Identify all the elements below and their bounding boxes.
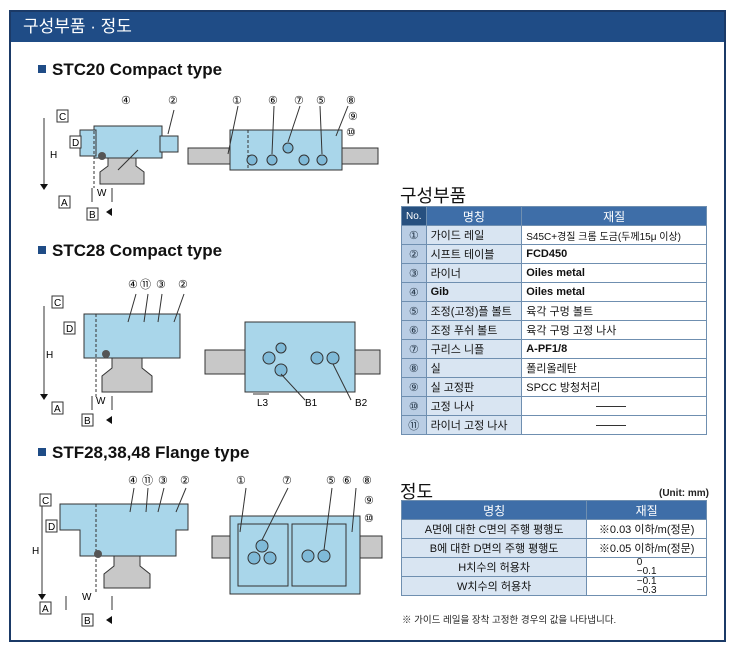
callout-2: ② <box>180 475 190 487</box>
callout-6: ⑥ <box>268 95 278 107</box>
section-title-stf: STF28,38,48 Flange type <box>38 443 249 463</box>
dim-label-h: H <box>46 350 53 361</box>
table-row: W치수의 허용차 −0.1−0.3 <box>400 576 707 596</box>
table-row: ⑩ 고정 나사 <box>401 396 707 416</box>
square-bullet-icon <box>38 245 46 254</box>
stc28-front-drawing: C D H A W B ④ ⑪ ③ ② <box>40 278 188 427</box>
parts-header-material: 재질 <box>521 206 707 226</box>
callout-2: ② <box>168 95 178 107</box>
dim-label-w: W <box>82 592 92 603</box>
dim-label-c: C <box>42 496 49 507</box>
table-row: A면에 대한 C면의 주행 평행도 ※0.03 이하/m(정문) <box>400 519 707 539</box>
dim-label-a: A <box>61 198 68 209</box>
page-banner: 구성부품 · 정도 <box>11 12 724 42</box>
dim-label-w: W <box>96 396 106 407</box>
callout-7: ⑦ <box>294 95 304 107</box>
dim-label-a: A <box>54 404 61 415</box>
callout-6: ⑥ <box>342 475 352 487</box>
dim-label-w: W <box>97 188 107 199</box>
stf-top-drawing: ① ⑦ ⑤ ⑥ ⑧ ⑨ ⑩ <box>211 475 383 595</box>
callout-2: ② <box>178 279 188 291</box>
table-row: ⑧ 실 폴리올레탄 <box>401 358 707 378</box>
dim-label-b: B <box>89 210 96 221</box>
unit-label: (Unit: mm) <box>659 488 709 499</box>
accuracy-header-name: 명칭 <box>400 500 588 520</box>
accuracy-table: 명칭 재질 A면에 대한 C면의 주행 평행도 ※0.03 이하/m(정문) B… <box>400 500 707 596</box>
table-row: H치수의 허용차 0−0.1 <box>400 557 707 577</box>
callout-9: ⑨ <box>348 111 358 123</box>
callout-8: ⑧ <box>346 95 356 107</box>
dim-label-b2: B2 <box>355 398 368 409</box>
callout-9: ⑨ <box>364 495 374 507</box>
section-title-stc28: STC28 Compact type <box>38 241 222 261</box>
callout-4: ④ <box>128 279 138 291</box>
dim-label-h: H <box>50 150 57 161</box>
dim-label-b: B <box>84 416 91 427</box>
callout-4: ④ <box>128 475 138 487</box>
table-row: ⑪ 라이너 고정 나사 <box>401 415 707 435</box>
dim-label-d: D <box>72 138 79 149</box>
table-row: ⑨ 실 고정판 SPCC 방청처리 <box>401 377 707 397</box>
parts-header-no: No. <box>401 206 427 226</box>
footnote: ※ 가이드 레일을 장착 고정한 경우의 값을 나타냅니다. <box>402 615 617 626</box>
dim-label-l3: L3 <box>257 398 269 409</box>
callout-10: ⑩ <box>346 127 356 139</box>
callout-7: ⑦ <box>282 475 292 487</box>
stc20-front-drawing: C D H A W B ④ ② <box>40 95 179 221</box>
table-row: ① 가이드 레일 S45C+경질 크롬 도금(두께15μ 이상) <box>401 225 707 245</box>
table-row: B에 대한 D면의 주행 평행도 ※0.05 이하/m(정문) <box>400 538 707 558</box>
callout-1: ① <box>236 475 246 487</box>
callout-11: ⑪ <box>140 278 151 291</box>
stc28-top-drawing: L3 B1 B2 <box>204 321 381 409</box>
dim-label-d: D <box>66 324 73 335</box>
table-row: ③ 라이너 Oiles metal <box>401 263 707 283</box>
callout-5: ⑤ <box>316 95 326 107</box>
accuracy-table-heading: 정도 <box>400 482 434 502</box>
square-bullet-icon <box>38 64 46 73</box>
parts-table-heading: 구성부품 <box>400 186 467 206</box>
callout-11: ⑪ <box>142 474 153 487</box>
table-row: ⑥ 조정 푸쉬 볼트 육각 구멍 고정 나사 <box>401 320 707 340</box>
dash-icon <box>596 405 627 407</box>
callout-3: ③ <box>158 475 168 487</box>
parts-table: No. 명칭 재질 ① 가이드 레일 S45C+경질 크롬 도금(두께15μ 이… <box>401 206 707 435</box>
square-bullet-icon <box>38 447 46 456</box>
dim-label-c: C <box>59 112 66 123</box>
table-row: ④ Gib Oiles metal <box>401 282 707 302</box>
table-row: ② 시프트 테이블 FCD450 <box>401 244 707 264</box>
table-row: ⑦ 구리스 니플 A-PF1/8 <box>401 339 707 359</box>
callout-5: ⑤ <box>326 475 336 487</box>
callout-1: ① <box>232 95 242 107</box>
callout-10: ⑩ <box>364 513 374 525</box>
section-title-stc20: STC20 Compact type <box>38 60 222 80</box>
dim-label-b: B <box>84 616 91 627</box>
dim-label-a: A <box>42 604 49 615</box>
table-row: ⑤ 조정(고정)플 볼트 육각 구멍 볼트 <box>401 301 707 321</box>
stf-front-drawing: C D H A W B ④ ⑪ ③ ② <box>32 474 190 627</box>
dim-label-h: H <box>32 546 39 557</box>
tolerance-value: 0−0.1 <box>636 557 657 577</box>
accuracy-header-value: 재질 <box>586 500 707 520</box>
dim-label-c: C <box>54 298 61 309</box>
stc20-top-drawing: ① ⑥ ⑦ ⑤ ⑧ ⑨ ⑩ <box>187 95 379 171</box>
dim-label-b1: B1 <box>305 398 318 409</box>
callout-4: ④ <box>121 95 131 107</box>
dash-icon <box>596 424 627 426</box>
callout-3: ③ <box>156 279 166 291</box>
tolerance-value: −0.1−0.3 <box>636 576 657 596</box>
parts-header-name: 명칭 <box>425 206 523 226</box>
dim-label-d: D <box>48 522 55 533</box>
callout-8: ⑧ <box>362 475 372 487</box>
